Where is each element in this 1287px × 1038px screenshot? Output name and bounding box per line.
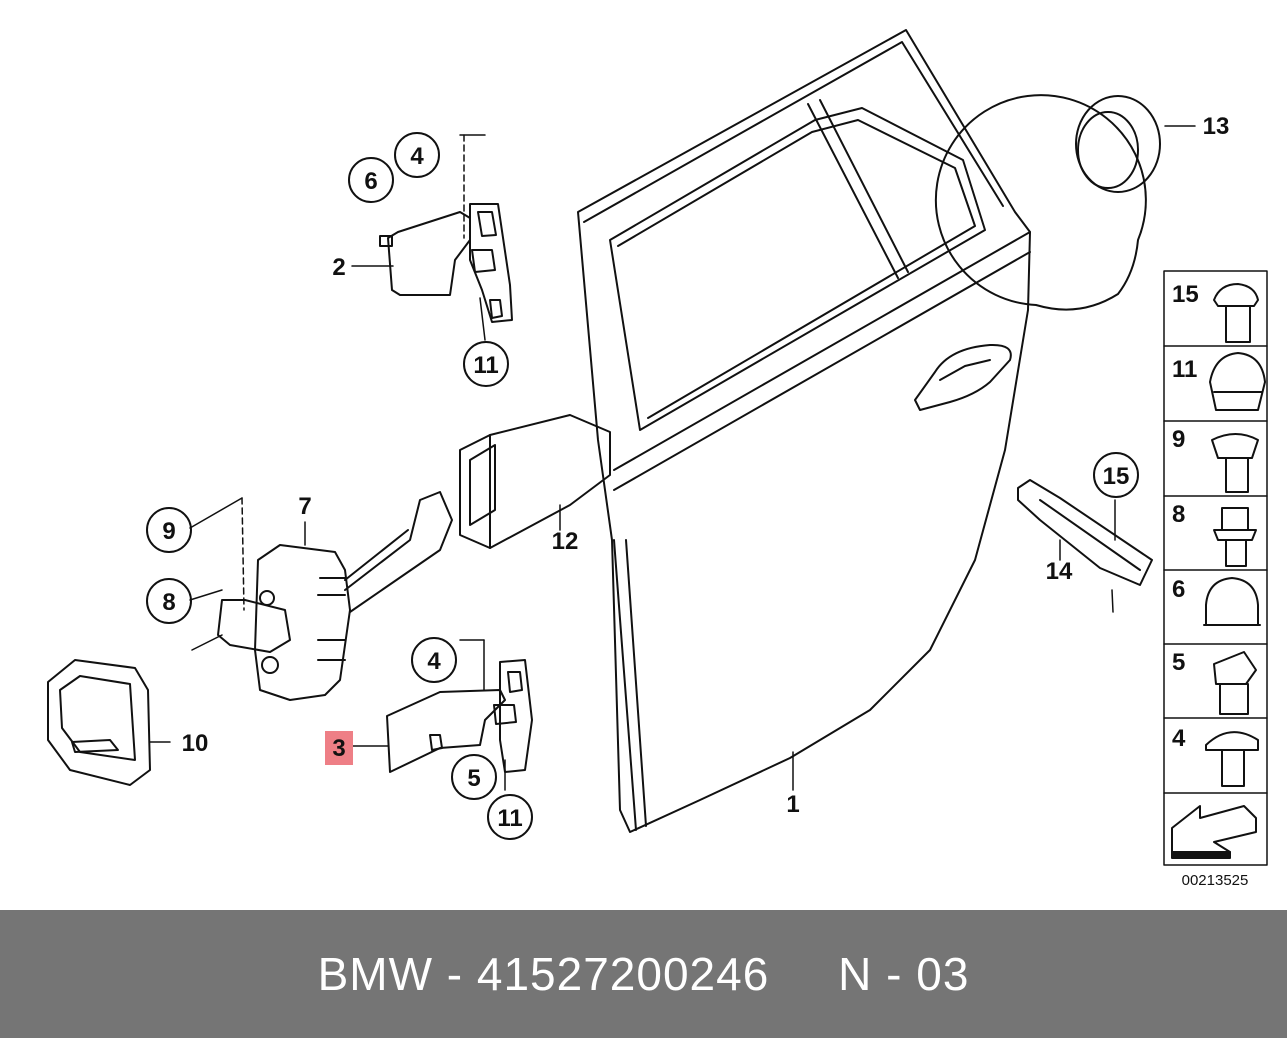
retainer-part-12: [459, 414, 611, 549]
part-number-caption: BMW - 41527200246 N - 03: [317, 948, 970, 1000]
parts-column-numbers: 15 11 9 8 6 5 4: [1172, 281, 1199, 752]
upper-hinge-part-2: [379, 203, 513, 323]
label-7: 7: [298, 493, 311, 520]
label-12: 12: [552, 528, 579, 555]
lower-hinge-part-3: [386, 659, 533, 773]
parts-diagram: 1 2 3 4 4 5 6 7 8 9 10 11 11 12 13 14 15…: [47, 29, 1268, 889]
torx-screw-icon: [1213, 283, 1259, 343]
callout-circle-9: [146, 507, 192, 553]
parts-num-11: 11: [1172, 356, 1197, 383]
flange-bolt-icon: [1205, 731, 1259, 787]
callout-circle-11-upper: [463, 341, 509, 387]
label-14: 14: [1046, 558, 1073, 585]
parts-num-9: 9: [1172, 426, 1185, 453]
cover-part-10: [47, 659, 151, 786]
callout-circle-15: [1093, 452, 1139, 498]
callout-circle-6: [348, 157, 394, 203]
label-9: 9: [162, 518, 175, 545]
cap-nut-icon: [1209, 352, 1266, 411]
hex-bolt-icon: [1213, 651, 1257, 715]
label-2: 2: [332, 254, 345, 281]
label-4-upper: 4: [410, 143, 424, 170]
callout-circles: [146, 132, 1139, 840]
callout-circle-4-lower: [411, 637, 457, 683]
door-check-part-7: [217, 491, 453, 701]
door-part-1: [577, 29, 1031, 833]
parts-num-4: 4: [1172, 725, 1186, 752]
label-10: 10: [182, 730, 209, 757]
bracket-part-14: [1017, 479, 1153, 586]
callout-circle-4-upper: [394, 132, 440, 178]
label-13: 13: [1203, 113, 1230, 140]
label-3: 3: [332, 735, 345, 762]
footer-bar: BMW - 41527200246 N - 03: [0, 910, 1287, 1038]
label-5: 5: [467, 765, 480, 792]
diagram-code: 00213525: [1182, 872, 1249, 889]
label-8: 8: [162, 589, 175, 616]
detail-circle-part-13: [934, 94, 1161, 311]
label-11-upper: 11: [473, 352, 498, 379]
callout-labels: 1 2 3 4 4 5 6 7 8 9 10 11 11 12 13 14 15: [162, 113, 1229, 832]
diagram-canvas: 1 2 3 4 4 5 6 7 8 9 10 11 11 12 13 14 15…: [47, 29, 1268, 889]
direction-arrow-icon: [1171, 805, 1257, 859]
parts-num-15: 15: [1172, 281, 1199, 308]
callout-circle-11-lower: [487, 794, 533, 840]
parts-num-6: 6: [1172, 576, 1185, 603]
label-6: 6: [364, 168, 377, 195]
parts-num-5: 5: [1172, 649, 1185, 676]
highlight-box-part-3: [325, 731, 353, 765]
parts-num-8: 8: [1172, 501, 1185, 528]
callout-circle-5: [451, 754, 497, 800]
callout-circle-8: [146, 578, 192, 624]
leader-lines: [149, 125, 1196, 791]
label-11-lower: 11: [497, 805, 522, 832]
label-1: 1: [786, 791, 799, 818]
fillister-screw-icon: [1211, 433, 1259, 493]
label-4-lower: 4: [427, 648, 441, 675]
plug-cap-icon: [1203, 577, 1261, 626]
parts-column: [1163, 270, 1268, 866]
label-15: 15: [1103, 463, 1130, 490]
torx-bolt-icon: [1213, 507, 1257, 567]
